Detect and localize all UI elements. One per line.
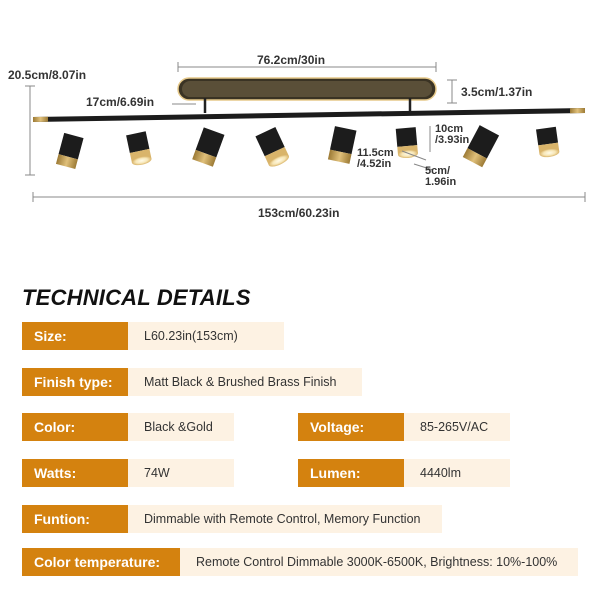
spotlight-1 bbox=[55, 121, 84, 170]
ceiling-canopy bbox=[177, 77, 437, 101]
main-bar bbox=[33, 108, 585, 122]
fixture-illustration bbox=[25, 62, 586, 202]
spotlight-6 bbox=[395, 116, 418, 159]
color-label: Color: bbox=[22, 413, 128, 441]
canopy-height-dimension bbox=[447, 79, 457, 104]
head-length-label: 10cm /3.93in bbox=[435, 123, 470, 146]
spotlight-2 bbox=[126, 120, 152, 166]
size-label: Size: bbox=[22, 322, 128, 350]
spotlight-7 bbox=[462, 115, 500, 168]
product-diagram: 76.2cm/30in 20.5cm/8.07in 3.5cm/1.37in 1… bbox=[0, 0, 600, 270]
size-value: L60.23in(153cm) bbox=[128, 322, 284, 350]
spotlight-4 bbox=[255, 118, 290, 167]
watts-label: Watts: bbox=[22, 459, 128, 487]
head-width-label: 5cm/ 1.96in bbox=[425, 165, 457, 188]
canopy-length-label: 76.2cm/30in bbox=[257, 53, 326, 67]
color-temperature-value: Remote Control Dimmable 3000K-6500K, Bri… bbox=[180, 548, 578, 576]
total-length-dimension bbox=[32, 192, 586, 202]
voltage-label: Voltage: bbox=[298, 413, 404, 441]
color-value: Black &Gold bbox=[128, 413, 234, 441]
color-temperature-label: Color temperature: bbox=[22, 548, 180, 576]
spotlight-3 bbox=[192, 119, 225, 167]
head-dimensions bbox=[401, 126, 434, 171]
total-height-label: 20.5cm/8.07in bbox=[8, 68, 87, 82]
total-length-label: 153cm/60.23in bbox=[258, 206, 340, 220]
support-rods bbox=[203, 98, 412, 113]
section-title: TECHNICAL DETAILS bbox=[22, 285, 251, 310]
function-label: Funtion: bbox=[22, 505, 128, 533]
lumen-label: Lumen: bbox=[298, 459, 404, 487]
finish-label: Finish type: bbox=[22, 368, 128, 396]
spot-spacing-label: 17cm/6.69in bbox=[86, 95, 155, 109]
lumen-value: 4440lm bbox=[404, 459, 510, 487]
watts-value: 74W bbox=[128, 459, 234, 487]
canopy-width-dimension bbox=[177, 62, 437, 72]
spotlight-5 bbox=[327, 117, 357, 164]
spotlight-8 bbox=[536, 114, 560, 158]
height-dimension bbox=[25, 85, 35, 176]
function-value: Dimmable with Remote Control, Memory Fun… bbox=[128, 505, 442, 533]
finish-value: Matt Black & Brushed Brass Finish bbox=[128, 368, 362, 396]
canopy-height-label: 3.5cm/1.37in bbox=[461, 85, 533, 99]
head-drop-label: 11.5cm /4.52in bbox=[357, 147, 394, 170]
voltage-value: 85-265V/AC bbox=[404, 413, 510, 441]
